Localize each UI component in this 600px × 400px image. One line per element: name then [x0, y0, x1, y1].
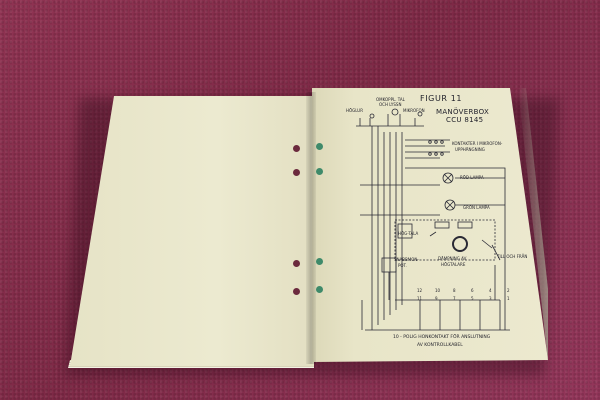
connector-pin-number: 12	[417, 288, 423, 293]
punch-hole-left-3	[293, 260, 300, 267]
punch-hole-3	[316, 258, 323, 265]
left-page	[70, 96, 314, 366]
label-och-lyssn: OCH LYSSN	[379, 102, 402, 107]
label-upphangning: UPPHÄNGNING	[455, 147, 485, 152]
punch-hole-left-1	[293, 145, 300, 152]
box-title: MANÖVERBOX	[436, 108, 490, 116]
caption-line-1: 10 - POLIG HONKONTAKT FÖR ANSLUTNING	[393, 335, 491, 340]
box-model: CCU 8145	[446, 116, 484, 124]
label-pot: POT.	[398, 263, 407, 268]
connector-pin-number: 1	[507, 296, 510, 301]
connector-pin-number: 11	[417, 296, 423, 301]
label-till-fran: TILL OCH FRÅN	[497, 254, 528, 259]
caption-line-2: AV KONTROLLKABEL	[417, 343, 463, 348]
label-hoglur: HÖGLUR	[346, 108, 363, 113]
connector-pin-number: 8	[453, 288, 456, 293]
connector-pin-number: 2	[507, 288, 510, 293]
label-gron-lampa: GRÖN LAMPA	[463, 205, 490, 210]
label-kontakter: KONTAKTER I MIKROFON-	[452, 141, 503, 146]
punch-hole-4	[316, 286, 323, 293]
connector-pin-number: 10	[435, 288, 441, 293]
connector-pin-number: 4	[489, 288, 492, 293]
label-hog-tala: HÖG-TALA	[398, 231, 419, 236]
label-mikrofon: MIKROFON	[403, 108, 425, 113]
label-dampning: DÄMPNING AV	[438, 256, 467, 261]
punch-hole-2	[316, 168, 323, 175]
label-omkopl: OMKOPPL. TAL	[376, 97, 405, 102]
punch-hole-1	[316, 143, 323, 150]
right-page	[312, 88, 548, 362]
connector-pin-number: 5	[471, 296, 474, 301]
punch-hole-left-4	[293, 288, 300, 295]
connector-pin-number: 9	[435, 296, 438, 301]
connector-pin-number: 3	[489, 296, 492, 301]
booklet-gutter	[306, 92, 316, 364]
label-hogtalare: HÖGTALARE	[441, 262, 466, 267]
label-snabbmon: SNABBMON-	[394, 257, 419, 262]
figure-label: FIGUR 11	[420, 94, 463, 103]
label-rod-lampa: RÖD LAMPA	[460, 175, 484, 180]
connector-pin-number: 7	[453, 296, 456, 301]
punch-hole-left-2	[293, 169, 300, 176]
connector-pin-number: 6	[471, 288, 474, 293]
